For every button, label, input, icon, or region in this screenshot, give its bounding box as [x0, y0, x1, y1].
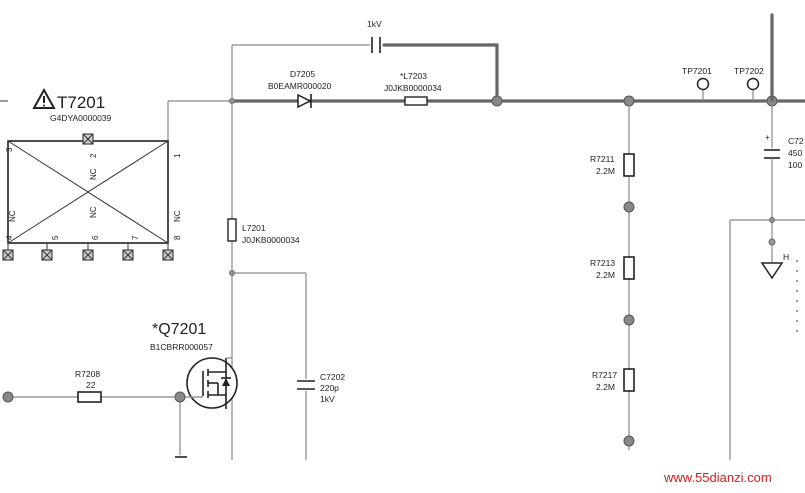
- junction-ground-node: [768, 238, 776, 246]
- svg-text:4: 4: [5, 235, 14, 240]
- c72-voltage-partial: 450: [788, 148, 802, 158]
- transformer-t7201: [2, 133, 174, 261]
- resistor-r7217: [623, 368, 635, 392]
- cap-1kv-label: 1kV: [367, 19, 382, 29]
- junction-cap-loop: [491, 95, 503, 107]
- junction-r7217-bottom: [623, 435, 635, 447]
- ground-label: H: [783, 252, 789, 262]
- svg-text:5: 5: [51, 235, 60, 240]
- l7201-part: J0JKB0000034: [242, 235, 300, 245]
- svg-text:2: 2: [89, 153, 98, 158]
- resistor-r7208: [77, 391, 102, 403]
- warning-triangle-icon: [32, 87, 56, 109]
- svg-text:NC: NC: [173, 210, 182, 222]
- c72-plus-sign: +: [765, 132, 770, 142]
- t7201-part: G4DYA0000039: [50, 113, 112, 123]
- inductor-l7201: [227, 218, 237, 242]
- inductor-l7203: [404, 96, 428, 106]
- tp7202-label: TP7202: [734, 66, 764, 76]
- resistor-r7213: [623, 256, 635, 280]
- resistor-r7211: [623, 153, 635, 177]
- r7211-value: 2.2M: [596, 166, 615, 176]
- junction-r7208-left: [2, 391, 14, 403]
- r7213-ref: R7213: [590, 258, 615, 268]
- l7203-part: J0JKB0000034: [384, 83, 442, 93]
- capacitor-c7202: [297, 380, 315, 390]
- diode-d7205: [297, 93, 312, 109]
- svg-text:6: 6: [91, 235, 100, 240]
- r7217-value: 2.2M: [596, 382, 615, 392]
- r7211-ref: R7211: [590, 154, 615, 164]
- svg-text:NC: NC: [89, 168, 98, 180]
- c7202-voltage: 1kV: [320, 394, 335, 404]
- q7201-part: B1CBRR000057: [150, 342, 213, 352]
- r7208-ref: R7208: [75, 369, 100, 379]
- tp7201-label: TP7201: [682, 66, 712, 76]
- svg-text:NC: NC: [8, 210, 17, 222]
- testpoint-tp7202: [746, 77, 760, 101]
- transformer-pin-labels: 3 2 1 NC NC NC NC 4 5 6 7 8: [5, 147, 182, 240]
- c72-cap-partial: 100: [788, 160, 802, 170]
- svg-text:3: 3: [5, 147, 14, 152]
- capacitor-1kv: [371, 37, 381, 53]
- r7213-value: 2.2M: [596, 270, 615, 280]
- mosfet-q7201: [186, 357, 238, 409]
- svg-text:7: 7: [131, 235, 140, 240]
- q7201-ref: *Q7201: [152, 321, 206, 338]
- c7202-ref: C7202: [320, 372, 345, 382]
- watermark-text: www.55dianzi.com: [663, 470, 772, 485]
- d7205-part: B0EAMR000020: [268, 81, 332, 91]
- junction-r7211-r7213: [623, 201, 635, 213]
- r7217-ref: R7217: [592, 370, 617, 380]
- testpoint-tp7201: [696, 77, 710, 101]
- l7201-ref: L7201: [242, 223, 266, 233]
- junction-r7213-r7217: [623, 314, 635, 326]
- svg-text:1: 1: [173, 153, 182, 158]
- d7205-ref: D7205: [290, 69, 315, 79]
- l7203-ref: *L7203: [400, 71, 427, 81]
- ground-symbol-h: [760, 262, 784, 280]
- t7201-ref: T7201: [57, 93, 105, 112]
- c72-ref-partial: C72: [788, 136, 804, 146]
- r7208-value: 22: [86, 380, 96, 390]
- capacitor-c72-partial: [764, 149, 780, 159]
- c7202-value: 220p: [320, 383, 339, 393]
- svg-text:8: 8: [173, 235, 182, 240]
- svg-text:NC: NC: [89, 206, 98, 218]
